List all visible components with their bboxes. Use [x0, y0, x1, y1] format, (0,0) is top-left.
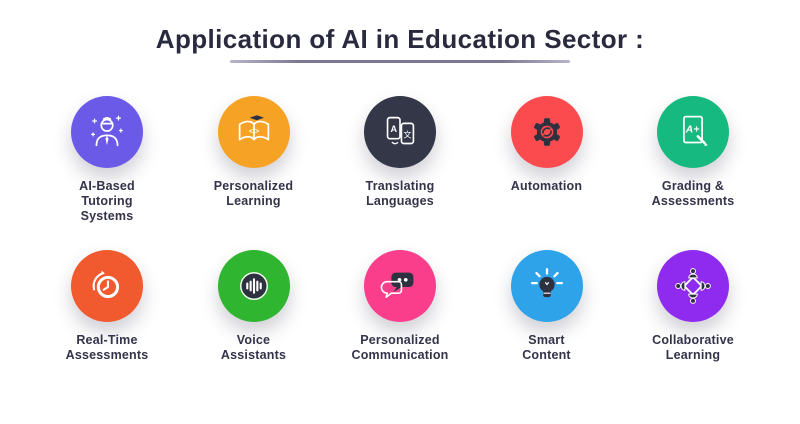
cards-row-2: Real-Time Assessments [40, 250, 760, 363]
card-label: Collaborative Learning [652, 333, 734, 362]
card-label: Translating Languages [365, 179, 435, 208]
card-ai-based-tutoring-systems: AI-Based Tutoring Systems [40, 96, 174, 224]
cards-grid: AI-Based Tutoring Systems </> Personaliz… [0, 96, 800, 363]
circle-smart-content [510, 250, 583, 322]
grade-glyph: A+ [685, 123, 700, 135]
circle-ai-tutoring [71, 96, 143, 168]
chat-bubbles-icon [380, 272, 414, 299]
code-glyph: </> [248, 127, 258, 135]
card-label: Personalized Learning [213, 179, 294, 208]
card-voice-assistants: Voice Assistants [187, 250, 321, 363]
card-personalized-communication: Personalized Communication [333, 250, 467, 363]
cards-row-1: AI-Based Tutoring Systems </> Personaliz… [40, 96, 760, 224]
card-label: AI-Based Tutoring Systems [79, 179, 135, 223]
lightbulb-icon [530, 268, 563, 298]
language-translate-icon: A 文 [386, 116, 415, 145]
circle-collaborative-learning [657, 250, 729, 322]
card-translating-languages: A 文 Translating Languages [333, 96, 467, 224]
card-real-time-assessments: Real-Time Assessments [40, 250, 174, 363]
circle-personalized-learning: </> [217, 96, 290, 168]
timer-clock-icon [92, 270, 120, 299]
cjk-glyph: 文 [403, 129, 411, 139]
card-grading-assessments: A+ Grading & Assessments [626, 96, 760, 224]
collaboration-icon [675, 268, 711, 304]
circle-translating-languages: A 文 [364, 96, 436, 168]
card-label: Grading & Assessments [651, 179, 735, 208]
card-label: Automation [510, 179, 583, 193]
card-label: Smart Content [522, 333, 571, 362]
card-label: Personalized Communication [351, 333, 449, 362]
card-label: Real-Time Assessments [65, 333, 149, 362]
page-title: Application of AI in Education Sector : [155, 24, 645, 54]
circle-grading-assessments: A+ [657, 96, 729, 168]
gear-sync-icon [533, 118, 560, 146]
circle-personalized-communication [364, 250, 436, 322]
teacher-avatar-icon [91, 115, 123, 147]
card-automation: Automation [480, 96, 614, 224]
circle-real-time-assessments [71, 250, 143, 322]
card-label: Voice Assistants [220, 333, 287, 362]
circle-voice-assistants [217, 250, 290, 322]
card-collaborative-learning: Collaborative Learning [626, 250, 760, 363]
card-personalized-learning: </> Personalized Learning [187, 96, 321, 224]
card-smart-content: Smart Content [480, 250, 614, 363]
latin-glyph: A [390, 124, 397, 134]
infographic-canvas: Application of AI in Education Sector : [0, 24, 800, 424]
title-underline [230, 60, 570, 63]
voice-wave-icon [239, 272, 268, 300]
book-code-icon: </> [238, 115, 269, 141]
graded-paper-icon: A+ [683, 115, 708, 147]
circle-automation [510, 96, 583, 168]
